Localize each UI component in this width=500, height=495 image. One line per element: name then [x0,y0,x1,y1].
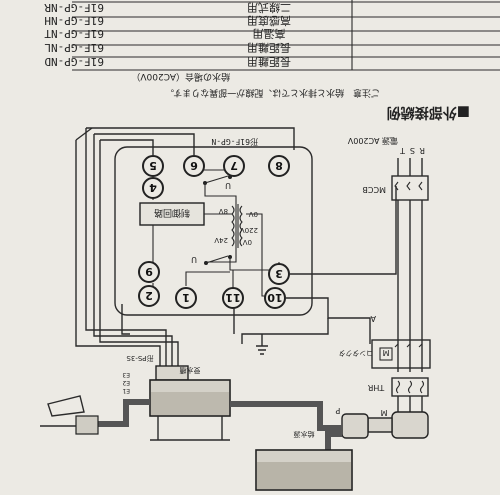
svg-text:11: 11 [225,291,240,304]
lower-tank: 給水源 [255,430,353,491]
table-model-4: 61F-GP-NH [44,14,104,27]
table-use-2: 長距離用 [247,41,291,55]
phase-s: S [410,146,415,155]
voltage-220v: 220V [240,226,258,234]
phase-t: T [400,146,406,155]
terminal-8: 8 [268,155,290,177]
point-a-label: A [370,314,376,323]
terminal-6: 6 [183,155,205,177]
motor-label: M [380,408,387,417]
phase-r: R [419,146,425,155]
table-model-2: 61F-GP-NL [44,41,104,54]
svg-text:6: 6 [190,159,198,172]
section-title: ■外部接続例 [387,104,470,121]
svg-text:7: 7 [230,159,238,172]
terminal-2: 2 [138,285,160,307]
terminal-1: 1 [175,287,197,309]
power-label: 電源 AC200V [347,136,398,145]
svg-text:5: 5 [149,159,157,172]
svg-text:10: 10 [267,291,283,304]
svg-text:9: 9 [145,265,153,278]
electrode-holder-label: 形PS-3S [126,354,154,362]
contactor-label: コンタクタ [339,349,374,358]
electrode-e3: E3 [122,371,130,378]
controller-unit: 形61F-GP-N 制御回路 24V 0V 8V 220V 0V U [114,137,313,316]
motor-pump: M P [335,406,429,439]
relay-label-upper: U [225,181,231,190]
controller-model-label: 形61F-GP-N [211,137,258,146]
header-notes: ■外部接続例 ご注意 給水と排水とでは、配線が一部異なります。 給水の場合（AC… [131,71,470,121]
table-model-3: 61F-GP-NT [44,27,104,40]
upper-tank: 受水槽 [149,366,231,441]
svg-text:8: 8 [275,159,283,172]
terminal-11: 11 [222,287,244,309]
mccb-breaker [391,175,429,201]
table-use-4: 高感度用 [247,14,291,28]
svg-text:1: 1 [182,291,190,304]
mccb-label: MCCB [362,185,386,194]
lower-tank-label: 給水源 [294,430,315,439]
model-table: 長距離用 61F-GP-ND 長距離用 61F-GP-NL 高温用 61F-GP… [44,0,500,71]
contactor: M コンタクタ [339,339,431,369]
electrode-e1: E1 [122,387,130,394]
relay-contact-lower [204,255,232,265]
table-use-3: 高温用 [253,27,286,41]
terminal-9: 9 [138,261,160,283]
table-model-1: 61F-GP-ND [44,55,104,68]
transformer [231,204,243,248]
model-table-rows: 長距離用 61F-GP-ND 長距離用 61F-GP-NL 高温用 61F-GP… [44,1,291,69]
electrode-e2: E2 [122,379,130,386]
piping [40,395,342,458]
table-model-5: 61F-GP-NR [44,1,104,14]
svg-text:2: 2 [145,289,153,302]
thermal-label: THR [367,383,385,392]
pump [341,413,369,439]
note-line-1: ご注意 給水と排水とでは、配線が一部異なります。 [165,87,380,99]
voltage-24v: 24V [214,236,228,244]
contactor-coil-label: M [382,348,389,357]
upper-tank-label: 受水槽 [180,366,201,375]
relay-label-lower: U [191,255,197,264]
voltage-8v: 8V [219,207,228,215]
control-circuit-label: 制御回路 [154,207,190,219]
table-use-1: 長距離用 [247,55,291,69]
table-use-5: 二線式用 [247,1,291,15]
terminal-7: 7 [223,155,245,177]
external-wiring [75,127,397,366]
controller-outline [114,146,313,316]
terminal-block: 5 6 7 8 4 9 3 2 [138,155,290,309]
thermal-relay: THR [367,377,429,412]
voltage-0v-a: 0V [243,238,252,246]
terminal-4: 4 [142,177,164,199]
motor [391,411,429,439]
pump-label: P [335,406,340,415]
coupling [367,417,393,433]
svg-text:4: 4 [149,181,157,194]
valve [75,415,99,435]
terminal-5: 5 [142,155,164,177]
terminal-10: 10 [264,287,286,309]
note-line-2: 給水の場合（AC200V） [131,71,230,83]
svg-text:3: 3 [275,267,283,280]
terminal-3: 3 [268,263,290,285]
contactor-coil [379,347,393,361]
power-supply: 電源 AC200V R S T MCCB [347,136,429,372]
